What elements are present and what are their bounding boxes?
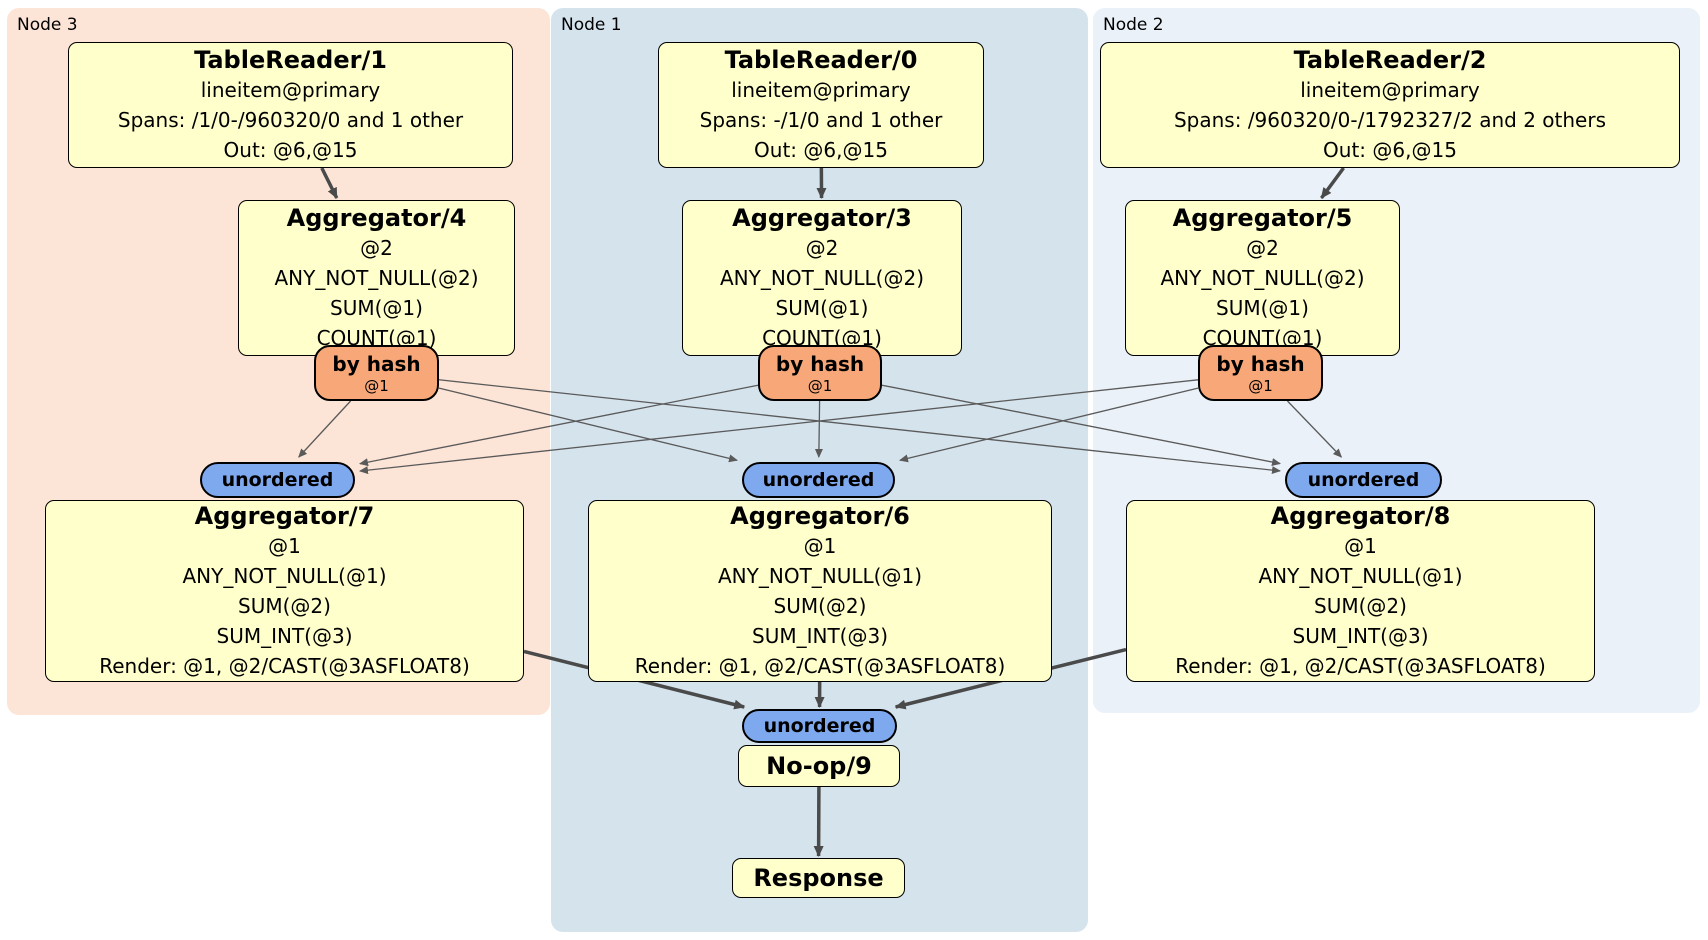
- sync-unordered-final: unordered: [742, 709, 897, 743]
- region-node1-label: Node 1: [561, 15, 622, 35]
- processor-out: Out: @6,@15: [223, 138, 358, 162]
- edge-tr1-to-agg4: [320, 167, 339, 199]
- processor-spans: Spans: /960320/0-/1792327/2 and 2 others: [1173, 108, 1606, 132]
- processor-title: Aggregator/8: [1270, 502, 1451, 530]
- processor-title: Aggregator/5: [1172, 204, 1353, 232]
- agg-fn: SUM(@1): [1216, 296, 1309, 320]
- processor-title: Aggregator/4: [286, 204, 467, 232]
- processor-spans: Spans: -/1/0 and 1 other: [699, 108, 943, 132]
- edge-bh4-to-ov7: [298, 400, 352, 458]
- edge-bh3-to-ov6: [814, 400, 823, 458]
- router-by-hash-node3: by hash @1: [314, 345, 439, 401]
- group-cols: @1: [1344, 534, 1377, 558]
- response-label: Response: [753, 864, 884, 892]
- processor-out: Out: @6,@15: [1323, 138, 1457, 162]
- render-expr: Render: @1, @2/CAST(@3ASFLOAT8): [634, 654, 1006, 678]
- agg-fn: ANY_NOT_NULL(@2): [274, 266, 479, 290]
- group-cols: @1: [268, 534, 301, 558]
- router-label: by hash: [1216, 351, 1305, 376]
- processor-title: TableReader/0: [724, 46, 918, 74]
- sync-unordered-node1: unordered: [742, 462, 895, 498]
- router-label: by hash: [332, 351, 421, 376]
- agg-fn: ANY_NOT_NULL(@2): [720, 266, 924, 290]
- sync-label: unordered: [221, 469, 334, 491]
- edge-bh5-to-ov6: [899, 387, 1199, 463]
- router-cols: @1: [807, 376, 833, 395]
- processor-aggregator-8: Aggregator/8 @1 ANY_NOT_NULL(@1) SUM(@2)…: [1126, 500, 1595, 682]
- processor-aggregator-5: Aggregator/5 @2 ANY_NOT_NULL(@2) SUM(@1)…: [1125, 200, 1400, 356]
- region-node3-label: Node 3: [17, 15, 78, 35]
- processor-title: Aggregator/6: [730, 502, 910, 530]
- agg-fn: SUM(@2): [1314, 594, 1407, 618]
- response-node: Response: [732, 858, 905, 898]
- agg-fn: SUM_INT(@3): [216, 624, 353, 648]
- edge-bh5-to-ov8: [1286, 400, 1343, 458]
- processor-index: lineitem@primary: [1300, 78, 1480, 102]
- agg-fn: ANY_NOT_NULL(@1): [718, 564, 922, 588]
- processor-noop-9: No-op/9: [738, 745, 900, 787]
- processor-title: TableReader/1: [194, 46, 387, 74]
- agg-fn: SUM(@2): [773, 594, 867, 618]
- router-by-hash-node1: by hash @1: [758, 345, 882, 401]
- processor-aggregator-7: Aggregator/7 @1 ANY_NOT_NULL(@1) SUM(@2)…: [45, 500, 524, 682]
- sync-label: unordered: [1307, 469, 1420, 491]
- group-cols: @2: [805, 236, 839, 260]
- edge-bh4-to-ov6: [438, 387, 738, 463]
- render-expr: Render: @1, @2/CAST(@3ASFLOAT8): [99, 654, 470, 678]
- processor-title: Aggregator/7: [194, 502, 375, 530]
- processor-out: Out: @6,@15: [754, 138, 888, 162]
- processor-tablereader-2: TableReader/2 lineitem@primary Spans: /9…: [1100, 42, 1680, 168]
- processor-aggregator-4: Aggregator/4 @2 ANY_NOT_NULL(@2) SUM(@1)…: [238, 200, 515, 356]
- processor-title: TableReader/2: [1293, 46, 1487, 74]
- group-cols: @2: [360, 236, 393, 260]
- agg-fn: SUM(@1): [775, 296, 869, 320]
- render-expr: Render: @1, @2/CAST(@3ASFLOAT8): [1175, 654, 1546, 678]
- agg-fn: ANY_NOT_NULL(@1): [182, 564, 387, 588]
- router-cols: @1: [364, 376, 389, 395]
- edge-bh3-to-ov8: [881, 384, 1281, 466]
- region-node2-label: Node 2: [1103, 15, 1164, 35]
- agg-fn: ANY_NOT_NULL(@2): [1160, 266, 1365, 290]
- edge-tr2-to-agg5: [1320, 166, 1345, 200]
- sync-label: unordered: [763, 715, 876, 737]
- router-label: by hash: [775, 351, 865, 376]
- processor-spans: Spans: /1/0-/960320/0 and 1 other: [117, 108, 464, 132]
- processor-title: Aggregator/3: [732, 204, 912, 232]
- processor-aggregator-6: Aggregator/6 @1 ANY_NOT_NULL(@1) SUM(@2)…: [588, 500, 1052, 682]
- agg-fn: ANY_NOT_NULL(@1): [1258, 564, 1463, 588]
- processor-tablereader-1: TableReader/1 lineitem@primary Spans: /1…: [68, 42, 513, 168]
- sync-unordered-node3: unordered: [200, 462, 355, 498]
- sync-label: unordered: [762, 469, 875, 491]
- edge-bh5-to-ov7: [359, 379, 1199, 475]
- router-cols: @1: [1248, 376, 1273, 395]
- agg-fn: SUM(@2): [238, 594, 331, 618]
- edge-bh4-to-ov8: [438, 379, 1281, 475]
- edge-bh3-to-ov7: [359, 384, 759, 467]
- agg-fn: SUM_INT(@3): [1292, 624, 1429, 648]
- processor-tablereader-0: TableReader/0 lineitem@primary Spans: -/…: [658, 42, 984, 168]
- agg-fn: SUM_INT(@3): [752, 624, 888, 648]
- router-by-hash-node2: by hash @1: [1198, 345, 1323, 401]
- processor-aggregator-3: Aggregator/3 @2 ANY_NOT_NULL(@2) SUM(@1)…: [682, 200, 962, 356]
- sync-unordered-node2: unordered: [1285, 462, 1442, 498]
- agg-fn: SUM(@1): [330, 296, 423, 320]
- group-cols: @1: [803, 534, 837, 558]
- processor-index: lineitem@primary: [200, 78, 381, 102]
- processor-title: No-op/9: [766, 752, 872, 780]
- processor-index: lineitem@primary: [731, 78, 911, 102]
- group-cols: @2: [1246, 236, 1279, 260]
